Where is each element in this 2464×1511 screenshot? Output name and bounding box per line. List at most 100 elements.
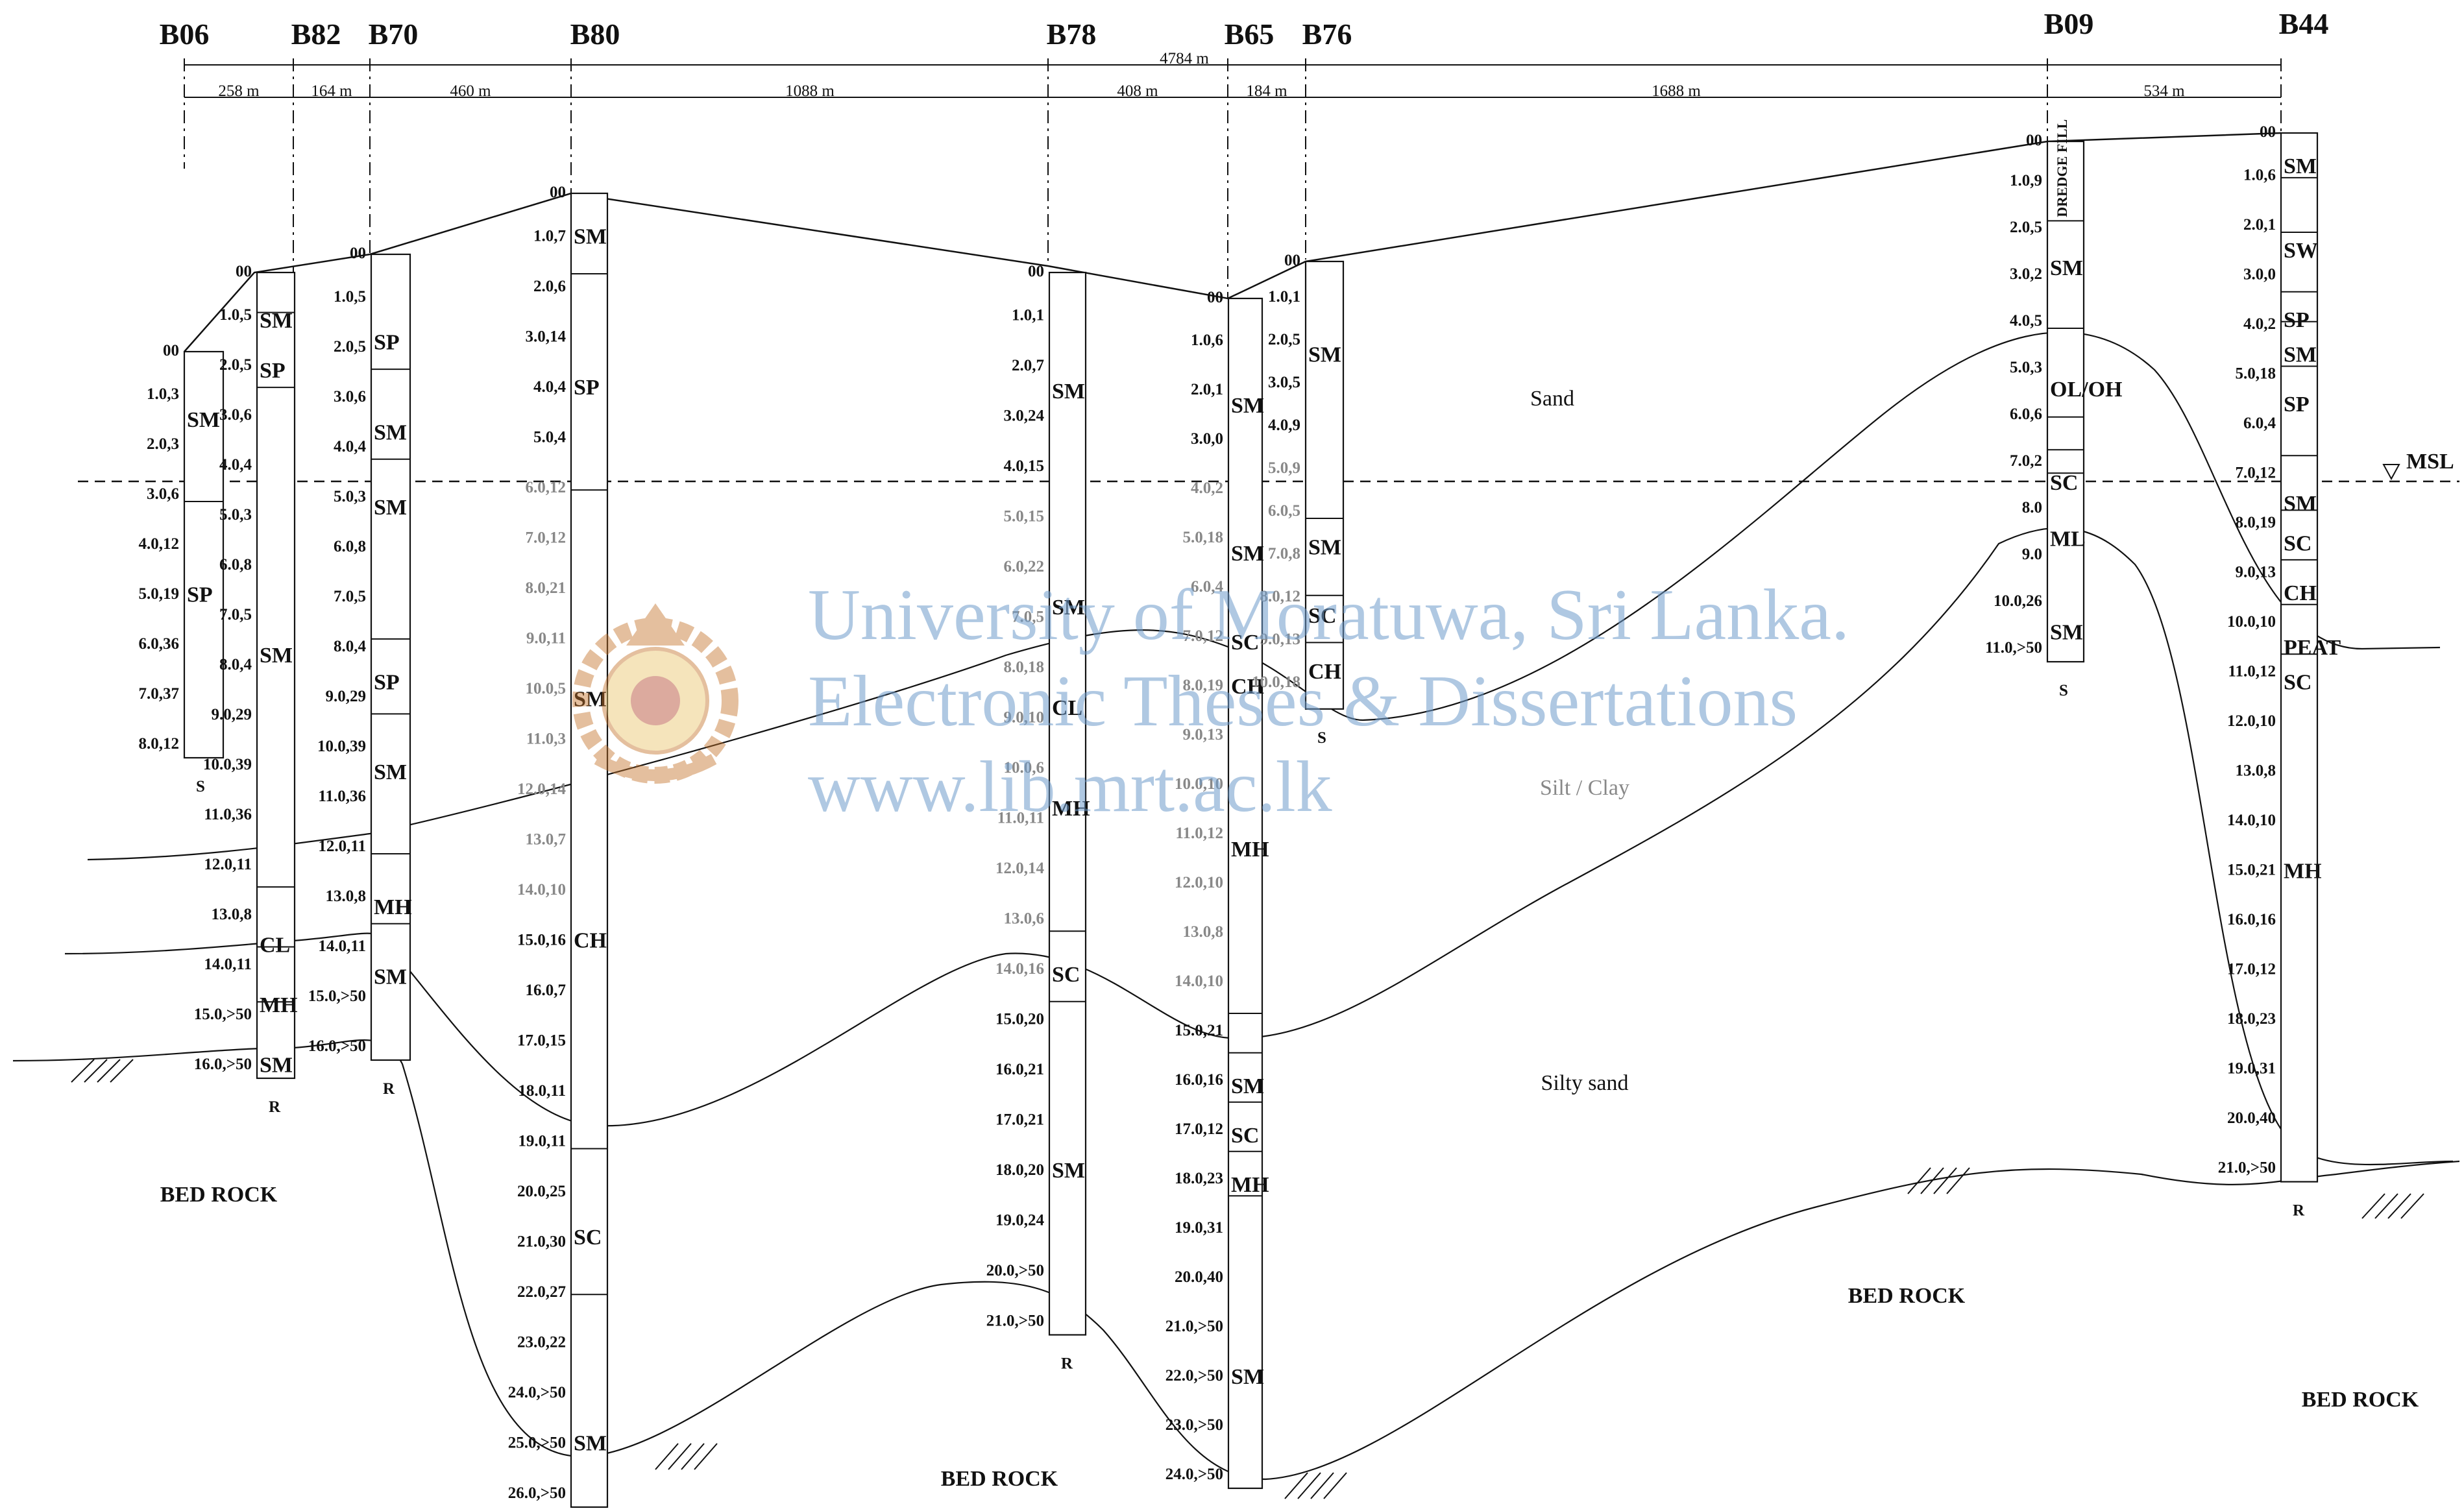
bed-rock-label: BED ROCK <box>2302 1388 2419 1412</box>
spacing-label: 1688 m <box>1652 82 1701 100</box>
depth-spt-label: 5.0,18 <box>2236 365 2276 383</box>
soil-layer-label: DREDGE FILL <box>2054 119 2070 217</box>
depth-spt-label: 10.0,5 <box>526 680 567 697</box>
dimension-labels: 4784 m 258 m 164 m 460 m 1088 m 408 m 18… <box>218 50 2185 100</box>
depth-spt-label: 5.0,15 <box>1004 508 1045 526</box>
depth-spt-label: 4.0,5 <box>2010 312 2042 330</box>
depth-spt-label: 1.0,1 <box>1012 307 1044 324</box>
soil-layer-label: CH <box>1308 660 1341 684</box>
depth-spt-label: 2.0,5 <box>219 356 252 374</box>
depth-spt-label: 17.0,15 <box>517 1032 566 1050</box>
soil-layer-label: PEAT <box>2284 636 2341 660</box>
depth-spt-label: 2.0,7 <box>1012 357 1044 374</box>
depth-spt-label: 7.0,37 <box>139 685 180 703</box>
borehole-end-marker: R <box>1240 1508 1252 1511</box>
depth-spt-label: 15.0,16 <box>517 932 566 949</box>
borehole-b70: 001.0,52.0,53.0,64.0,45.0,36.0,87.0,58.0… <box>308 245 412 1098</box>
soil-layer-label: CH <box>1231 675 1264 699</box>
borehole-b06: 001.0,32.0,33.0,64.0,125.0,196.0,367.0,3… <box>139 342 225 795</box>
soil-layer-label: SM <box>574 225 607 249</box>
depth-spt-label: 4.0,4 <box>219 456 252 474</box>
depth-spt-label: 6.0,36 <box>139 635 180 653</box>
depth-spt-label: 9.0 <box>2022 546 2042 563</box>
soil-layer-label: SP <box>2284 393 2310 417</box>
soil-layer-label: MH <box>1231 1173 1269 1197</box>
depth-spt-label: 25.0,>50 <box>508 1434 566 1452</box>
borehole-b09: 001.0,92.0,53.0,24.0,55.0,36.0,67.0,28.0… <box>1985 119 2122 699</box>
depth-spt-label: 15.0,>50 <box>194 1006 252 1023</box>
depth-spt-label: 18.0,20 <box>995 1161 1044 1179</box>
soil-layer-label: CL <box>260 934 290 958</box>
soil-layer-label: MH <box>374 895 412 919</box>
depth-spt-label: 13.0,8 <box>212 906 252 923</box>
depth-spt-label: 21.0,>50 <box>2218 1159 2276 1177</box>
depth-spt-label: 1.0,9 <box>2010 172 2042 189</box>
depth-spt-label: 14.0,11 <box>204 956 252 973</box>
depth-spt-label: 2.0,5 <box>2010 219 2042 236</box>
depth-spt-label: 6.0,4 <box>1191 578 1224 596</box>
depth-label-top: 00 <box>1284 252 1300 269</box>
depth-label-top: 00 <box>1028 263 1044 280</box>
depth-spt-label: 8.0,12 <box>1260 588 1301 605</box>
soil-layer-label: SM <box>187 408 220 432</box>
depth-spt-label: 12.0,10 <box>2227 712 2276 730</box>
soil-layer-label: MH <box>1231 838 1269 862</box>
depth-spt-label: 10.0,6 <box>1004 759 1045 777</box>
depth-spt-label: 14.0,16 <box>995 960 1044 978</box>
depth-spt-label: 11.0,36 <box>204 806 252 823</box>
depth-spt-label: 2.0,1 <box>1191 381 1223 398</box>
depth-spt-label: 23.0,>50 <box>1165 1416 1223 1434</box>
depth-spt-label: 19.0,24 <box>995 1212 1045 1229</box>
bed-rock-label: BED ROCK <box>1848 1284 1966 1308</box>
bh-title-b80: B80 <box>570 18 620 51</box>
soil-layer-label: SP <box>574 376 600 400</box>
depth-spt-label: 12.0,14 <box>995 860 1045 877</box>
depth-spt-label: 13.0,7 <box>526 831 567 849</box>
soil-layer-label: SM <box>2284 343 2317 367</box>
soil-layer-label: SM <box>374 965 407 989</box>
depth-spt-label: 4.0,2 <box>1191 479 1223 497</box>
depth-spt-label: 1.0,3 <box>147 385 179 403</box>
soil-layer-label: CH <box>574 929 607 953</box>
depth-spt-label: 3.0,24 <box>1004 407 1045 425</box>
bedrock-boundary <box>12 1039 2460 1481</box>
soil-layer-label: SM <box>1052 1159 1085 1183</box>
bh-title-b65: B65 <box>1225 18 1275 51</box>
watermark: University of Moratuwa, Sri Lanka. Elect… <box>572 575 1849 827</box>
depth-label-top: 00 <box>1207 289 1223 306</box>
depth-spt-label: 19.0,11 <box>518 1133 566 1150</box>
depth-spt-label: 18.0,23 <box>2227 1010 2276 1028</box>
depth-spt-label: 18.0,11 <box>518 1082 566 1100</box>
depth-spt-label: 3.0,14 <box>526 328 567 346</box>
depth-spt-label: 11.0,12 <box>1175 825 1223 842</box>
borehole-column <box>1304 260 1345 710</box>
depth-spt-label: 7.0,12 <box>1183 627 1224 645</box>
soil-layer-label: SM <box>1231 542 1264 566</box>
soil-layer-label: SM <box>1231 394 1264 418</box>
depth-spt-label: 14.0,10 <box>517 881 566 899</box>
depth-label-top: 00 <box>236 263 252 280</box>
borehole-column <box>570 192 609 1508</box>
depth-spt-label: 1.0,6 <box>2243 167 2276 184</box>
borehole-b44: 001.0,62.0,13.0,04.0,25.0,186.0,47.0,128… <box>2218 123 2341 1220</box>
total-span-label: 4784 m <box>1160 50 1209 67</box>
bh-title-b76: B76 <box>1302 18 1352 51</box>
depth-spt-label: 11.0,11 <box>997 810 1044 827</box>
depth-spt-label: 26.0,>50 <box>508 1484 566 1502</box>
borehole-b65: 001.0,62.0,13.0,04.0,25.0,186.0,47.0,128… <box>1165 289 1269 1511</box>
soil-layer-label: SM <box>1052 596 1085 620</box>
depth-spt-label: 10.0,26 <box>1994 592 2042 610</box>
borehole-logs: 001.0,32.0,33.0,64.0,125.0,196.0,367.0,3… <box>139 119 2341 1511</box>
depth-spt-label: 12.0,11 <box>318 838 366 855</box>
water-level-icon <box>2382 464 2400 481</box>
spacing-label: 408 m <box>1117 82 1158 100</box>
soil-layer-label: SC <box>2284 671 2312 695</box>
soil-layer-label: SC <box>1231 1124 1259 1148</box>
borehole-column <box>2046 140 2085 663</box>
soil-layer-label: SC <box>2284 531 2312 555</box>
depth-spt-label: 15.0,21 <box>1175 1022 1223 1039</box>
depth-spt-label: 21.0,>50 <box>1165 1318 1223 1335</box>
depth-spt-label: 20.0,40 <box>1175 1268 1223 1286</box>
borehole-column <box>1227 297 1263 1490</box>
borehole-end-marker: R <box>2293 1202 2305 1220</box>
